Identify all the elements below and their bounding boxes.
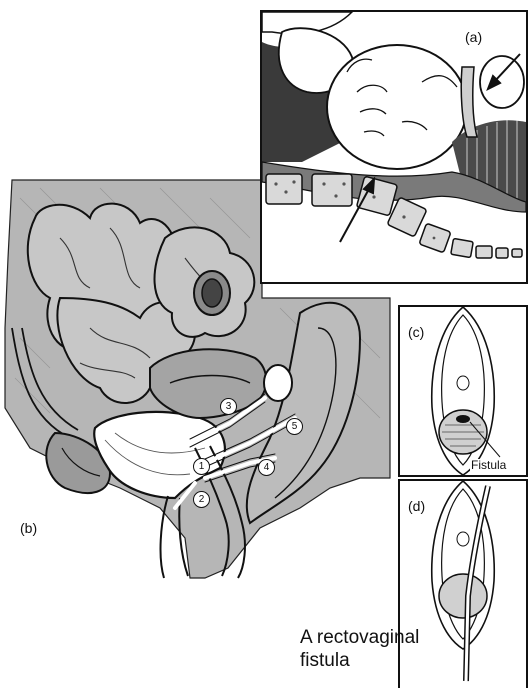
panel-a-obstructed-labor: (a): [260, 10, 528, 284]
fetal-head-illustration: [262, 12, 526, 282]
fistula-site-marker-4: 4: [258, 459, 275, 476]
panel-a-label: (a): [465, 30, 482, 44]
fistula-site-marker-1: 1: [193, 458, 210, 475]
fistula-site-marker-3: 3: [220, 398, 237, 415]
figure-caption: A rectovaginal fistula: [300, 626, 419, 672]
fistula-site-marker-5: 5: [286, 418, 303, 435]
panel-c-fistula-view: (c) Fistula: [398, 305, 528, 477]
fistula-site-marker-2: 2: [193, 491, 210, 508]
panel-c-label: (c): [408, 325, 424, 339]
caption-line-2: fistula: [300, 649, 419, 672]
panel-b-label: (b): [20, 521, 37, 535]
fistula-callout-label: Fistula: [470, 459, 507, 471]
caption-line-1: A rectovaginal: [300, 626, 419, 649]
panel-d-label: (d): [408, 499, 425, 513]
